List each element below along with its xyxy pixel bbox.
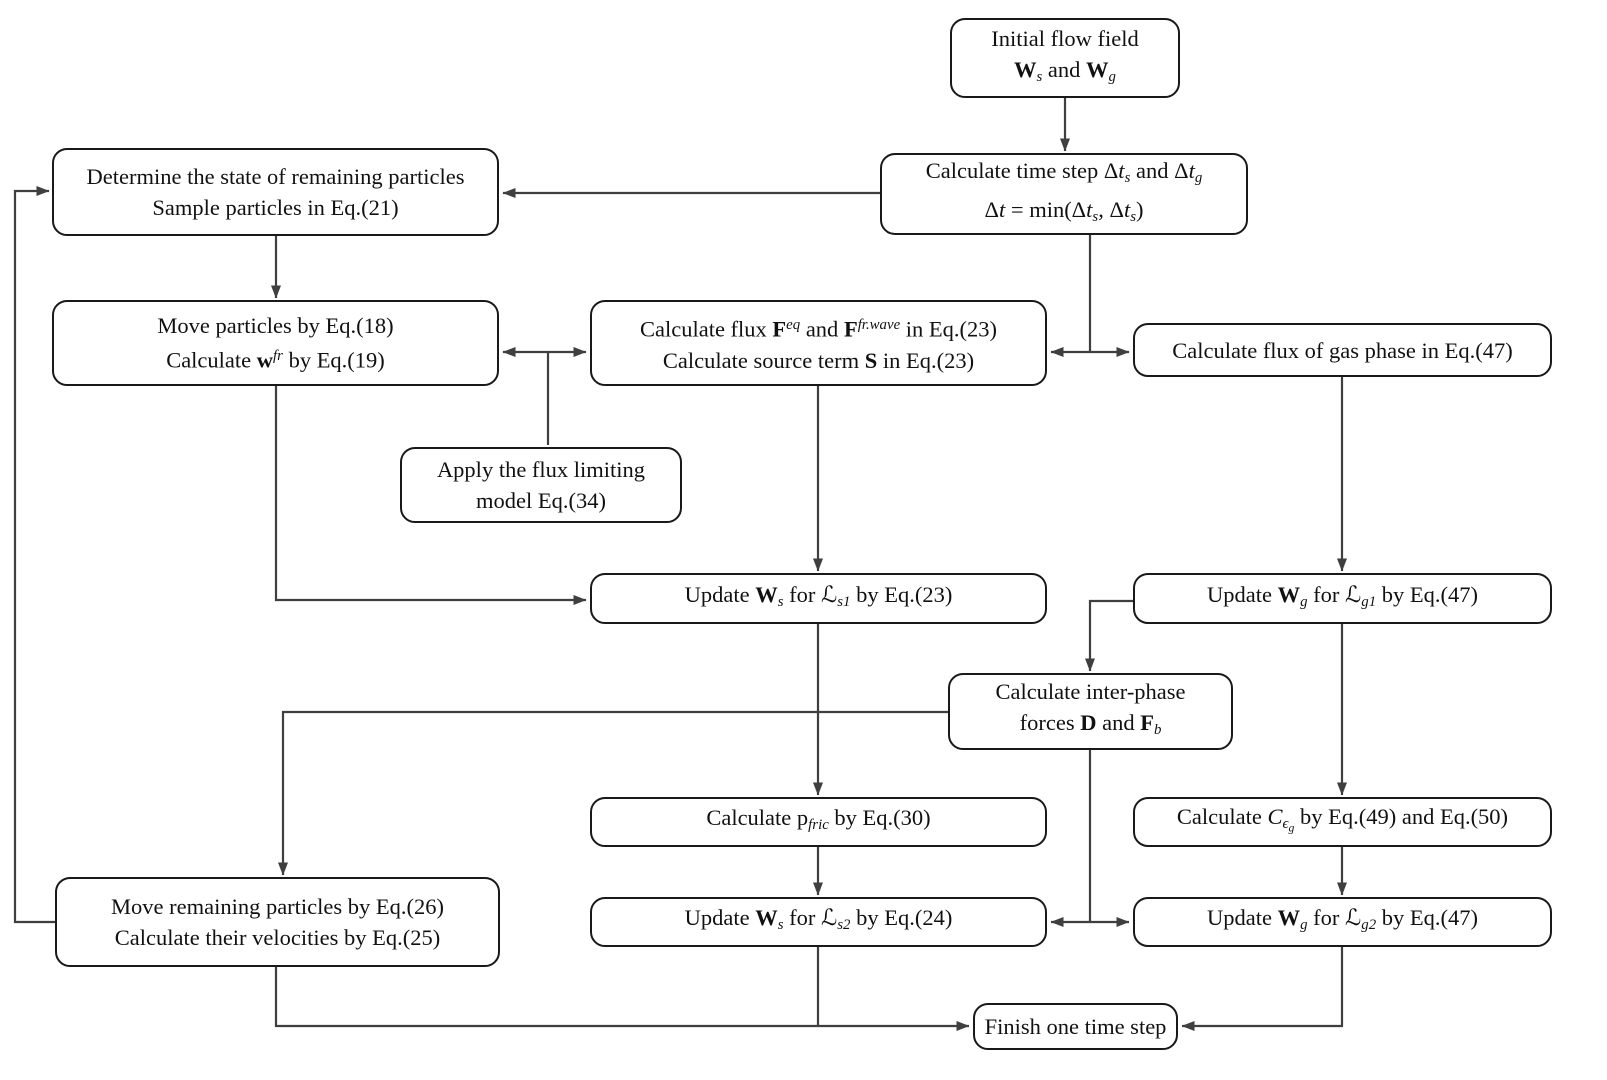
flow-node-label: Calculate time step Δts and Δtg (925, 157, 1203, 186)
flow-node-label: Sample particles in Eq.(21) (152, 195, 399, 220)
flow-node-calc-time-step: Calculate time step Δts and Δtg Δt = min(… (880, 153, 1248, 235)
connector-feedback-loop (13, 186, 55, 924)
flow-node-label: Update Ws for ℒs1 by Eq.(23) (684, 581, 953, 611)
flow-node-update-ws-ls2: Update Ws for ℒs2 by Eq.(24) (590, 897, 1047, 947)
flow-node-label: Δt = min(Δts, Δts) (984, 197, 1144, 226)
flow-node-label: Calculate Cϵg by Eq.(49) and Eq.(50) (1176, 803, 1509, 835)
connector-move-to-updateS1 (274, 386, 587, 605)
flow-node-label: Calculate pfric by Eq.(30) (706, 805, 931, 834)
flow-node-label: Update Ws for ℒs2 by Eq.(24) (684, 905, 953, 934)
flow-node-label: Move remaining particles by Eq.(26) (110, 894, 445, 919)
flow-node-label: model Eq.(34) (476, 488, 606, 513)
flow-node-label: Calculate inter-phase (995, 679, 1186, 705)
flow-node-label: Calculate flux Feq and Ffr.wave in Eq.(2… (639, 316, 998, 342)
flow-node-flux-limiter: Apply the flux limiting model Eq.(34) (400, 447, 682, 523)
flow-node-calc-flux-solid: Calculate flux Feq and Ffr.wave in Eq.(2… (590, 300, 1047, 386)
flow-node-label: Finish one time step (984, 1014, 1167, 1039)
flow-node-update-wg-lg1: Update Wg for ℒg1 by Eq.(47) (1133, 573, 1552, 624)
flow-node-label: forces D and Fb (1019, 710, 1162, 739)
connector-updateG2-to-finish (1181, 947, 1344, 1031)
connector-updateG1-to-interphase (1085, 599, 1133, 672)
flow-node-move-particles: Move particles by Eq.(18) Calculate wfr b… (52, 300, 499, 386)
flow-node-update-wg-lg2: Update Wg for ℒg2 by Eq.(47) (1133, 897, 1552, 947)
flow-node-label: Ws and Wg (1014, 56, 1116, 86)
flow-node-label: Move particles by Eq.(18) (157, 313, 394, 339)
flow-node-label: Initial flow field (991, 25, 1139, 51)
connector-moveremaining-to-finish (274, 967, 970, 1031)
flow-node-label: Calculate wfr by Eq.(19) (166, 347, 385, 373)
flow-node-calc-flux-gas: Calculate flux of gas phase in Eq.(47) (1133, 323, 1552, 377)
flow-node-move-remaining: Move remaining particles by Eq.(26) Calcu… (55, 877, 500, 967)
flow-node-determine-state: Determine the state of remaining particl… (52, 148, 499, 236)
flow-node-calc-pfric: Calculate pfric by Eq.(30) (590, 797, 1047, 847)
flow-node-label: Apply the flux limiting (436, 457, 646, 482)
flow-node-calc-ceg: Calculate Cϵg by Eq.(49) and Eq.(50) (1133, 797, 1552, 847)
flow-node-finish-step: Finish one time step (973, 1003, 1178, 1050)
flow-node-label: Calculate their velocities by Eq.(25) (114, 925, 441, 950)
flow-node-label: Update Wg for ℒg2 by Eq.(47) (1207, 905, 1478, 934)
flow-node-label: Determine the state of remaining particl… (86, 164, 465, 189)
flow-node-initial-flow-field: Initial flow field Ws and Wg (950, 18, 1180, 98)
flow-node-label: Calculate source term S in Eq.(23) (662, 347, 975, 373)
flow-node-update-ws-ls1: Update Ws for ℒs1 by Eq.(23) (590, 573, 1047, 624)
flow-node-label: Update Wg for ℒg1 by Eq.(47) (1207, 581, 1478, 611)
flow-node-label: Calculate flux of gas phase in Eq.(47) (1172, 337, 1513, 363)
connector-interphase-to-moveremaining (278, 710, 948, 876)
flow-node-calc-interphase-forces: Calculate inter-phase forces D and Fb (948, 673, 1233, 750)
